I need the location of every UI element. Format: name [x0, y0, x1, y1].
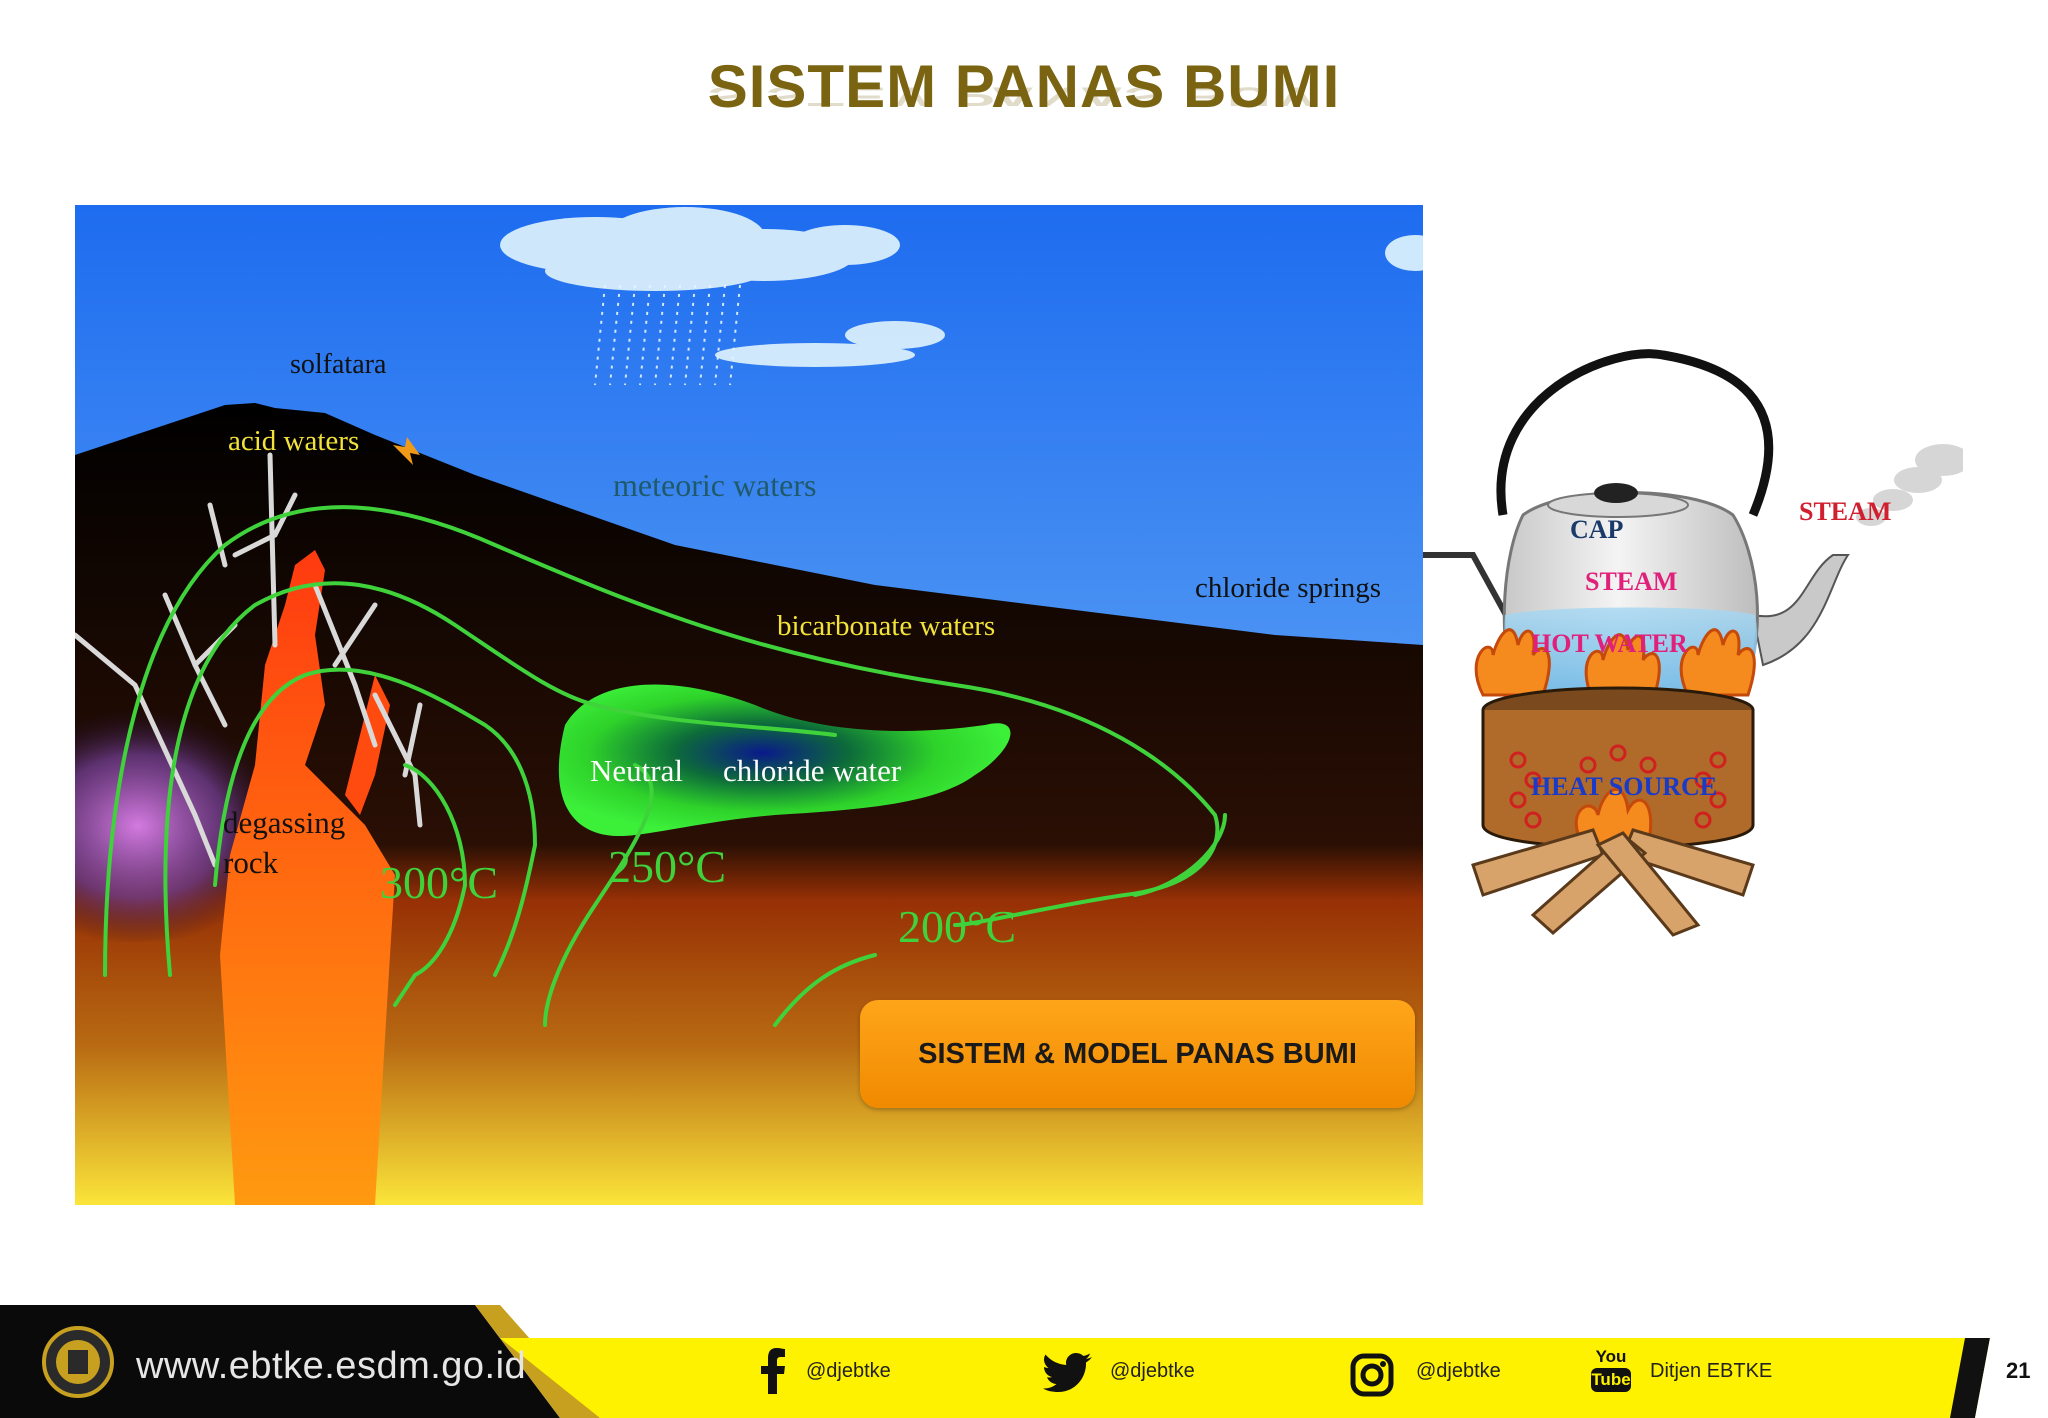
- label-chloride-water: chloride water: [723, 753, 902, 788]
- stove: [1481, 686, 1755, 849]
- slide-title: SISTEM PANAS BUMI: [707, 53, 1341, 120]
- label-200c: 200°C: [898, 901, 1016, 952]
- geothermal-system-diagram: solfatara acid waters meteoric waters ch…: [75, 205, 1423, 1205]
- youtube-icon[interactable]: You Tube: [1590, 1348, 1632, 1398]
- page-number: 21: [2006, 1358, 2031, 1383]
- kettle-knob: [1594, 483, 1638, 503]
- ministry-logo-icon: [42, 1326, 114, 1398]
- facebook-handle[interactable]: @djebtke: [806, 1360, 891, 1382]
- label-bicarbonate-waters: bicarbonate waters: [777, 610, 995, 642]
- instagram-icon[interactable]: [1350, 1353, 1394, 1397]
- kettle-handle: [1496, 349, 1774, 517]
- label-acid-waters: acid waters: [228, 425, 359, 457]
- cloud-shape: [500, 207, 1423, 367]
- isotherm-lines: [103, 505, 1227, 1027]
- steam-puff: [1856, 444, 1963, 526]
- label-heat-source: HEAT SOURCE: [1531, 772, 1717, 801]
- kettle-analogy-diagram: CAP STEAM STEAM HOT WATER HEAT SOURCE: [1423, 255, 1963, 1065]
- slide-title-reflection: SISTEM PANAS BUMI: [707, 81, 1341, 112]
- label-steam-inside: STEAM: [1585, 567, 1677, 596]
- label-solfatara: solfatara: [290, 349, 387, 380]
- firewood: [1471, 828, 1755, 937]
- label-neutral: Neutral: [590, 753, 683, 788]
- label-steam-outside: STEAM: [1799, 497, 1891, 526]
- instagram-handle[interactable]: @djebtke: [1416, 1360, 1501, 1382]
- label-hot-water: HOT WATER: [1531, 629, 1688, 658]
- kettle-spout: [1751, 554, 1850, 667]
- footer-bar: [0, 1300, 2048, 1418]
- flame-icon: [1474, 628, 1756, 702]
- magma-branch: [345, 675, 390, 815]
- arrow-icon: [393, 437, 420, 465]
- youtube-icon-tube: Tube: [1591, 1368, 1631, 1392]
- website-link[interactable]: www.ebtke.esdm.go.id: [136, 1345, 527, 1387]
- label-degassing: degassing: [223, 805, 345, 840]
- rain-streaks: [594, 284, 741, 386]
- label-300c: 300°C: [380, 857, 498, 908]
- label-250c: 250°C: [608, 841, 726, 892]
- twitter-handle[interactable]: @djebtke: [1110, 1360, 1195, 1382]
- neutral-chloride-water-body: [558, 684, 1011, 837]
- label-rock: rock: [223, 845, 279, 880]
- youtube-channel[interactable]: Ditjen EBTKE: [1650, 1360, 1773, 1382]
- label-chloride-springs: chloride springs: [1195, 572, 1381, 604]
- caption-box: SISTEM & MODEL PANAS BUMI: [860, 1000, 1415, 1108]
- label-cap: CAP: [1570, 515, 1624, 544]
- twitter-icon[interactable]: [1043, 1352, 1093, 1392]
- facebook-icon[interactable]: [760, 1348, 786, 1394]
- magma-column: [220, 550, 395, 1205]
- label-meteoric-waters: meteoric waters: [613, 467, 816, 503]
- youtube-icon-you: You: [1595, 1347, 1627, 1366]
